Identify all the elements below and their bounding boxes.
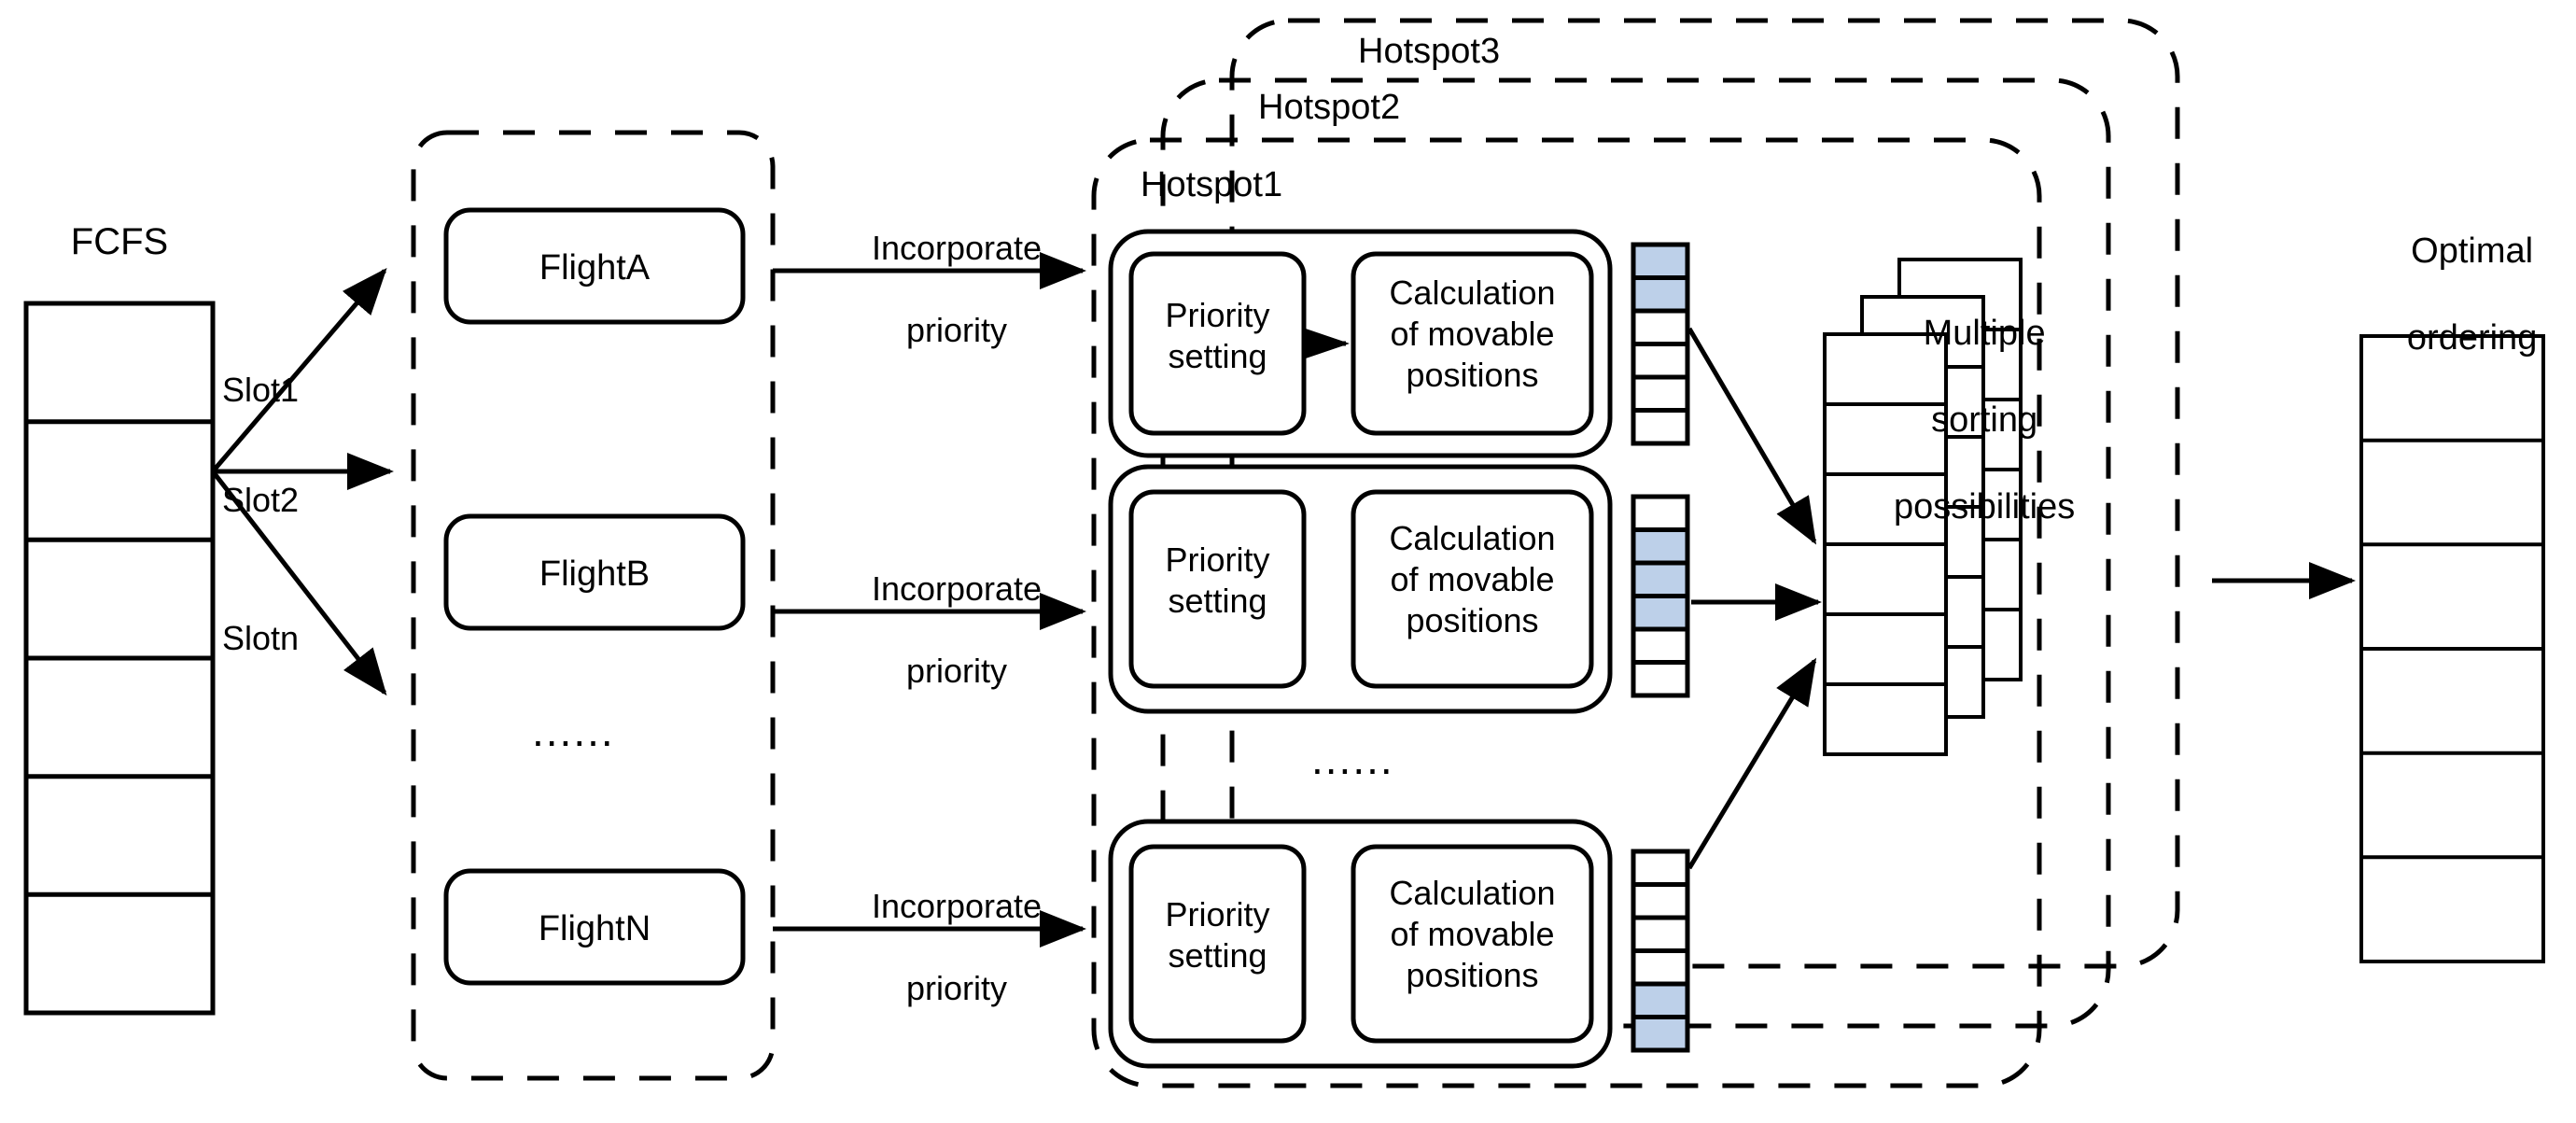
incorporate-line1: Incorporate [871,228,1043,267]
hotspot-ellipsis: ...... [1311,735,1394,783]
incorporate-priority-label-2: Incorporate priority [793,527,1083,733]
incorporate-line1: Incorporate [871,569,1043,608]
hotspot1-label: Hotspot1 [1141,165,1283,204]
sorting-line3: possibilities [1893,486,2076,526]
optimal-ordering-label: Optimal ordering [2343,187,2562,403]
flight-label-n: FlightN [538,909,651,948]
sorting-possibilities-label: Multiple sorting possibilities [1811,269,2119,572]
converge-arrows [1687,327,1823,870]
flight-box-a [443,207,746,325]
incorporate-line2: priority [905,651,1008,690]
hotspot-row-3-calculation-box [1351,844,1594,1044]
slot1-label: Slot1 [222,371,300,409]
hotspot-row-1 [1108,229,1613,458]
hotspot-row-3-slot-column [1631,849,1690,1053]
incorporate-line2: priority [905,310,1008,349]
flight-box-b [443,513,746,631]
sorting-sheet-1 [1823,332,1948,756]
hotspot2-label: Hotspot2 [1258,88,1401,127]
flight-label-a: FlightA [539,248,651,288]
incorporate-priority-label-1: Incorporate priority [793,187,1083,392]
incorporate-line2: priority [905,968,1008,1007]
incorporate-arrows [773,252,1087,948]
slot2-label: Slot2 [222,481,300,519]
flights-dashed-container [411,130,776,1081]
flight-box-n [443,868,746,986]
hotspot-row-2-slot-column [1631,494,1690,698]
flight-boxes [443,207,746,986]
fcfs-label: FCFS [70,221,169,262]
optimal-ordering-table [2359,334,2545,963]
slot-arrows [211,267,395,696]
hotspot1-container [1091,137,2042,1088]
optimal-line2: ordering [2406,318,2538,358]
flight-label-b: FlightB [539,554,651,594]
hotspot-row-1-calculation-box [1351,251,1594,436]
sorting-line1: Multiple [1923,314,2046,354]
slot1-arrow [211,267,387,473]
optimal-line1: Optimal [2411,232,2534,272]
hotspot3-label: Hotspot3 [1358,32,1501,71]
sorting-line2: sorting [1931,400,2038,441]
slotn-label: Slotn [222,619,300,657]
hotspot-row-3 [1108,819,1613,1069]
hotspot3-container [1229,18,2180,969]
hotspot-row-1-slot-column [1631,242,1690,446]
hotspot-row-3-priority-box [1128,844,1307,1044]
hotspot-row-2 [1108,464,1613,714]
hotspot-row-2-calculation-box [1351,489,1594,689]
hotspot-row-2-priority-box [1128,489,1307,689]
flights-ellipsis: ...... [532,707,615,755]
incorporate-priority-label-3: Incorporate priority [793,845,1083,1050]
fcfs-table [23,301,216,1016]
incorporate-line1: Incorporate [871,886,1043,925]
slotn-arrow [211,470,387,696]
